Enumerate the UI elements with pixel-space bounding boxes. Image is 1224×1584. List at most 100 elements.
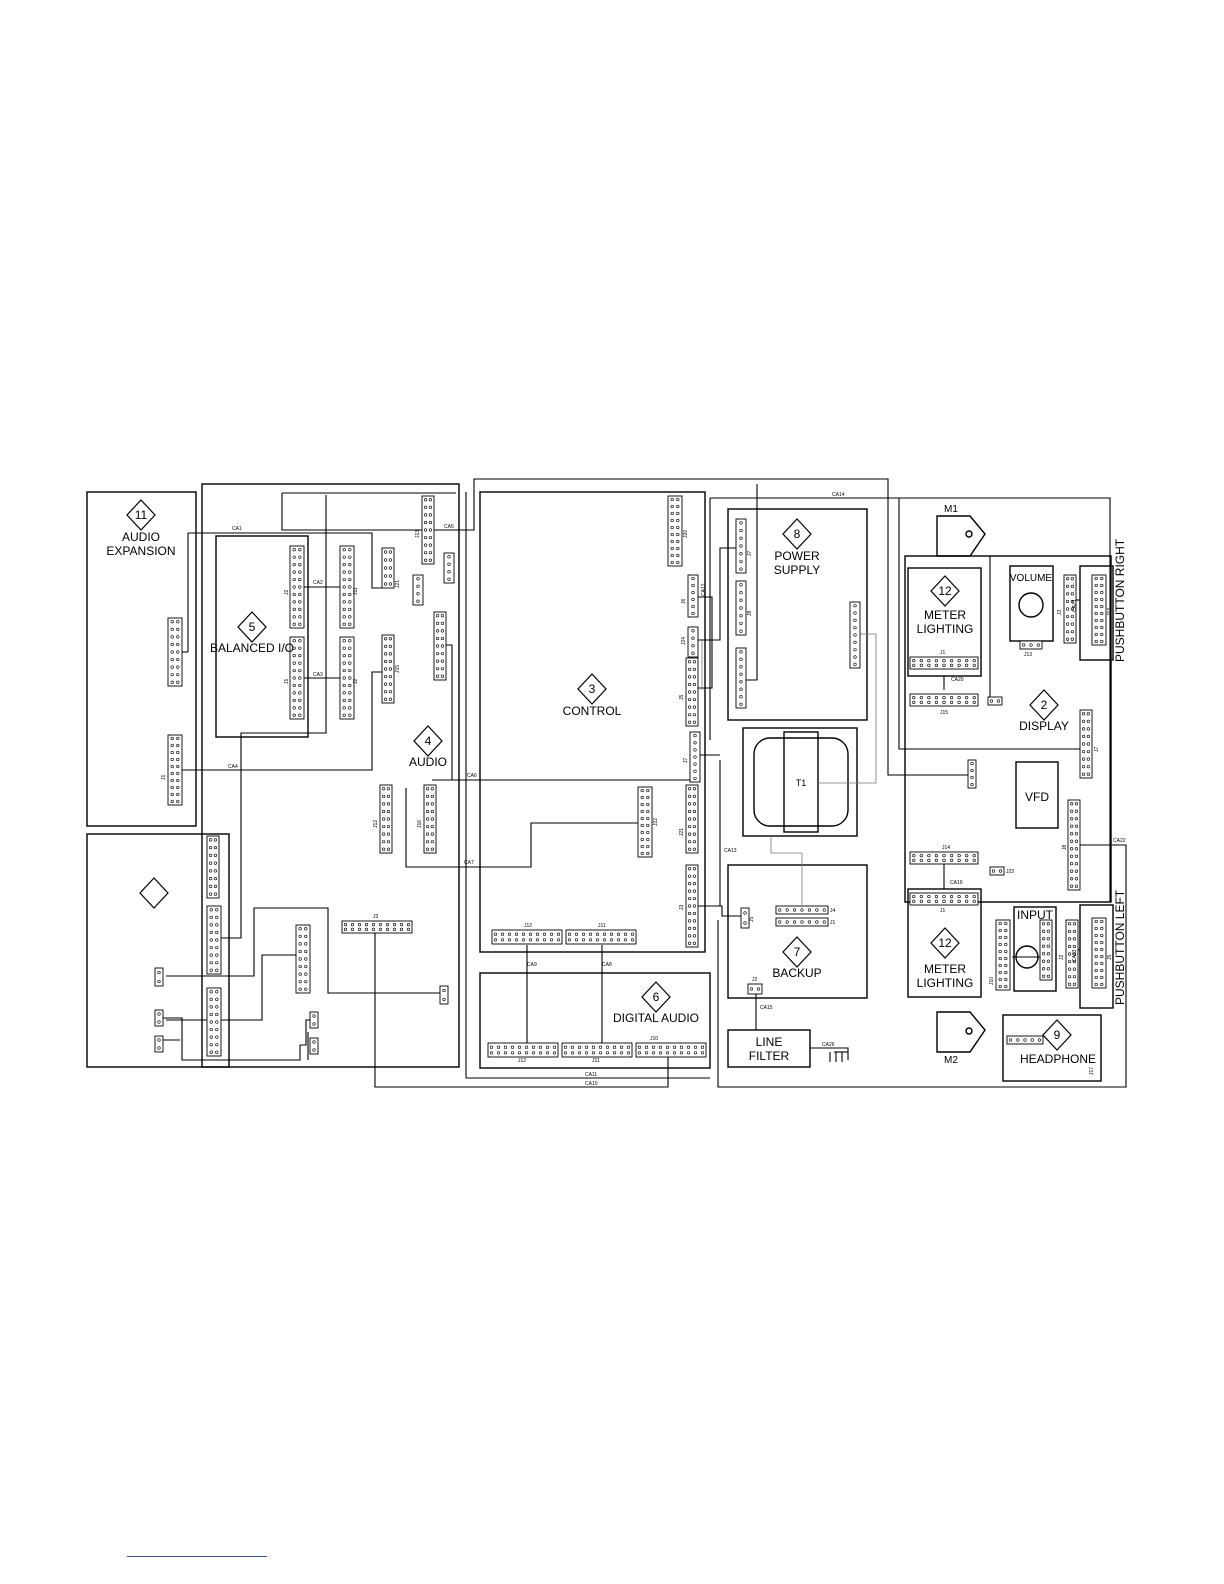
connector-pin <box>428 505 433 509</box>
connector-pin <box>739 583 743 587</box>
connector-label-j11-dig: J11 <box>592 1058 600 1064</box>
connector-pin <box>215 1012 219 1017</box>
connector-pin <box>440 651 445 656</box>
connector-pin <box>1072 952 1076 956</box>
connector-pin <box>424 528 428 532</box>
diamond-6 <box>641 981 671 1013</box>
connector-pin <box>692 667 697 671</box>
connector-pin <box>209 1050 213 1054</box>
connector-pin <box>1041 952 1046 956</box>
connector-pin <box>687 941 692 945</box>
connector-pin <box>934 695 939 700</box>
connector-pin <box>1046 937 1050 941</box>
connector-pin <box>388 652 393 656</box>
connector-pin <box>528 932 533 936</box>
connector-pin <box>957 700 961 705</box>
connector-pin <box>298 555 302 559</box>
connector-pin <box>912 858 916 863</box>
cable-label-ca7: CA7 <box>464 860 474 866</box>
cable-label-ca23: CA23 <box>1072 949 1078 962</box>
connector-pin <box>853 618 857 622</box>
connector-pin <box>215 968 219 972</box>
connector-pin <box>209 1043 213 1047</box>
connector-pin <box>1094 597 1098 602</box>
connector-pin <box>957 853 961 858</box>
connector-pin <box>640 830 644 835</box>
connector-pin <box>965 894 969 899</box>
connector-pin <box>342 570 346 574</box>
connector-pin <box>700 1045 705 1049</box>
connector-pin <box>853 655 857 659</box>
connector-pin <box>739 687 743 691</box>
diamond-unlabeled <box>139 877 169 909</box>
connector-pin <box>348 668 352 673</box>
connector-pin <box>348 585 352 589</box>
connector-pin <box>672 1051 677 1055</box>
connector-pin <box>342 661 346 665</box>
connector-pin <box>343 927 348 932</box>
connector-pin <box>998 963 1002 968</box>
connector-pin <box>424 535 428 540</box>
connector-pin <box>957 658 961 663</box>
connector-pin <box>298 676 302 680</box>
power-supply-label-2: SUPPLY <box>774 563 820 577</box>
connector-pin <box>739 567 743 571</box>
connector-pin <box>1046 922 1050 926</box>
connector-pin <box>919 663 923 668</box>
diamond-3 <box>577 673 607 705</box>
pushbutton-left-board <box>1079 904 1114 1009</box>
cable-label-ca22: CA22 <box>1113 838 1126 844</box>
connector-pin <box>1094 961 1098 966</box>
connector-pin <box>651 1045 656 1049</box>
connector-pin <box>350 927 355 932</box>
connector-pin <box>170 764 174 769</box>
connector-pin <box>687 682 692 687</box>
connector-label-j2-bal: J2 <box>284 590 290 596</box>
connector-pin <box>1074 824 1078 828</box>
connector-pin <box>792 920 797 924</box>
connector-pin <box>927 899 931 904</box>
connector-pin <box>424 498 428 502</box>
connector-pin <box>531 1051 536 1055</box>
connector-pin <box>778 920 782 924</box>
connector-pin <box>1094 590 1098 595</box>
connector-pin <box>388 637 393 641</box>
connector-pin <box>1004 956 1008 961</box>
connector-pin <box>209 968 213 972</box>
connector-pin <box>170 673 174 677</box>
connector-pin <box>388 697 393 701</box>
connector-pin <box>563 1045 568 1049</box>
connector-pin <box>1041 937 1046 941</box>
connector-pin <box>386 824 391 829</box>
connector-pin <box>1070 599 1074 604</box>
connector-pin <box>298 972 302 976</box>
connector-pin <box>209 861 213 865</box>
connector-pin <box>640 837 644 842</box>
connector-pin <box>348 639 352 643</box>
connector-pin <box>640 816 644 821</box>
connector-pin <box>739 521 743 525</box>
diamond-12b <box>930 927 960 959</box>
connector-pin <box>577 1051 582 1055</box>
control-board <box>479 491 706 953</box>
connector-pin <box>209 869 213 873</box>
connector-pin <box>1100 933 1104 938</box>
connector-pin <box>1074 802 1078 806</box>
connector-pin <box>692 794 697 798</box>
connector-pin <box>616 938 621 942</box>
connector-pin <box>292 698 296 702</box>
connector-pin <box>496 1045 501 1049</box>
connector-pin <box>739 695 743 699</box>
connector-pin <box>382 794 386 798</box>
connector-pin <box>670 553 674 558</box>
connector-pin <box>386 840 391 844</box>
connector-pin <box>927 858 931 863</box>
connector-pin <box>619 1051 624 1055</box>
connector-pin <box>545 1045 550 1049</box>
connector-pin <box>500 932 505 936</box>
connector-pin <box>209 1035 213 1039</box>
connector-pin <box>538 1045 543 1049</box>
connector-pin <box>298 691 302 695</box>
connector-pin <box>213 846 217 850</box>
